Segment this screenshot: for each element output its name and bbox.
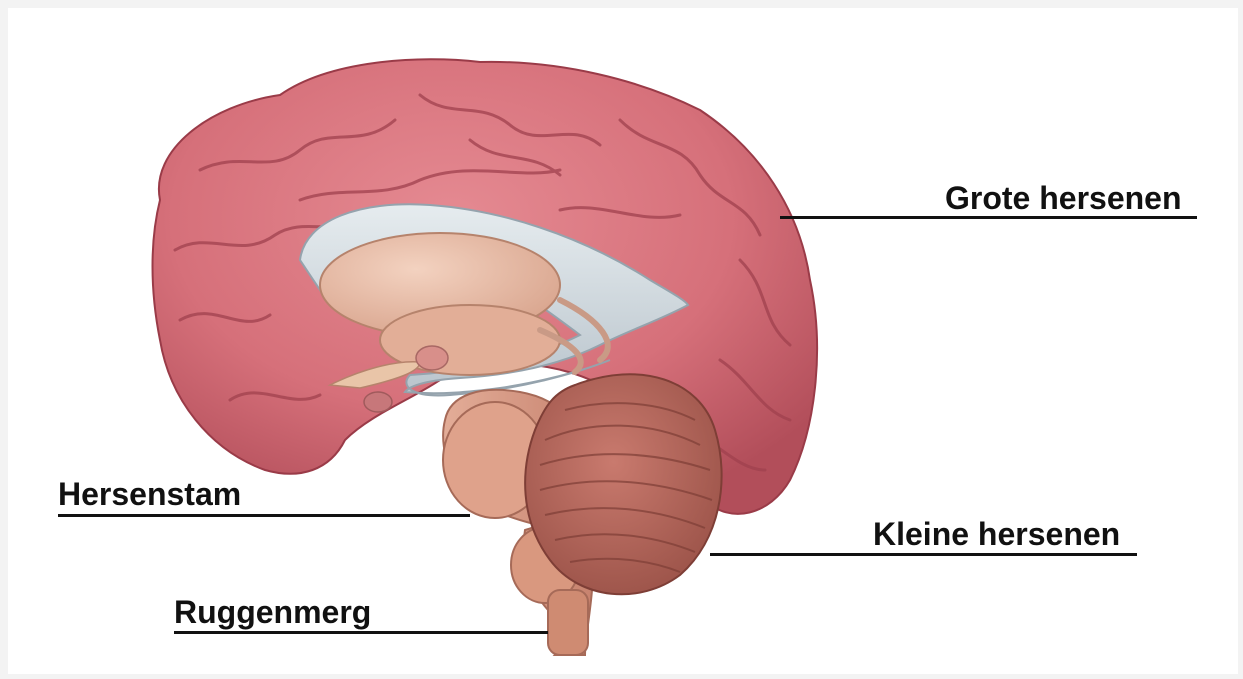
spinal-cord-shape [548, 590, 588, 655]
label-cerebellum: Kleine hersenen [873, 518, 1120, 550]
leader-line-spinal-cord [174, 631, 548, 634]
cerebellum-shape [525, 374, 721, 594]
label-spinal-cord: Ruggenmerg [174, 596, 371, 628]
mammillary-body [416, 346, 448, 370]
label-brainstem: Hersenstam [58, 478, 241, 510]
leader-line-cerebrum [780, 216, 1197, 219]
pituitary [364, 392, 392, 412]
leader-line-cerebellum [710, 553, 1137, 556]
label-cerebrum: Grote hersenen [945, 182, 1182, 214]
leader-line-brainstem [58, 514, 470, 517]
